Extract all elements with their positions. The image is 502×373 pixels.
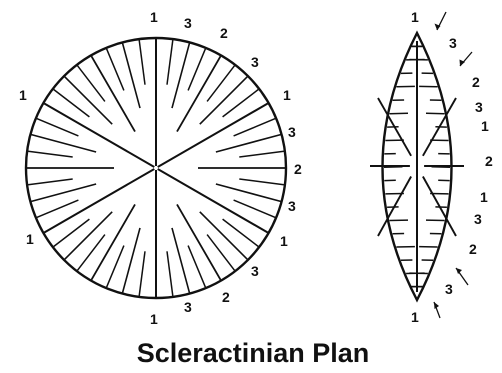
septum-quaternary xyxy=(234,200,276,217)
round-label-bottom-3a: 3 xyxy=(251,263,259,279)
septum-tertiary xyxy=(123,43,140,108)
round-label-right-3a: 3 xyxy=(288,124,296,140)
septum-quaternary xyxy=(167,40,173,85)
elongate-label-top-3: 3 xyxy=(449,35,457,51)
round-label-right-1a: 1 xyxy=(283,87,291,103)
septum-quaternary xyxy=(107,49,124,91)
septum-quaternary xyxy=(239,151,284,157)
septum-tertiary xyxy=(172,43,189,108)
septum-primary xyxy=(44,169,154,233)
arrow-top-right-1 xyxy=(435,12,447,30)
septum-tertiary xyxy=(216,184,281,201)
arrow-bottom-right-2 xyxy=(434,302,440,318)
elongate-label-right-3a: 3 xyxy=(475,99,483,115)
round-label-right-2: 2 xyxy=(294,161,302,177)
round-label-top-3a: 3 xyxy=(184,15,192,31)
septum-primary xyxy=(158,104,268,168)
diagram-caption: Scleractinian Plan xyxy=(137,338,370,368)
septum-tertiary xyxy=(31,184,96,201)
septum-quaternary xyxy=(239,179,284,185)
elongate-label-right-3b: 3 xyxy=(474,211,482,227)
round-label-right-3b: 3 xyxy=(288,198,296,214)
round-septa-group xyxy=(27,39,285,297)
round-label-bottom-1: 1 xyxy=(150,311,158,327)
septum-tertiary xyxy=(31,135,96,152)
septum-quaternary xyxy=(139,40,145,85)
septum-quaternary xyxy=(37,119,79,136)
elongate-label-right-1b: 1 xyxy=(480,189,488,205)
round-corallite xyxy=(26,38,286,298)
round-label-left-1a: 1 xyxy=(19,87,27,103)
septum-quaternary xyxy=(37,200,79,217)
septum-tertiary xyxy=(123,228,140,293)
elongate-label-right-2b: 2 xyxy=(485,153,493,169)
elongate-label-right-2c: 2 xyxy=(469,241,477,257)
elongate-label-top-1: 1 xyxy=(411,9,419,25)
elongate-corallite xyxy=(370,33,464,300)
septum-quaternary xyxy=(107,246,124,288)
round-label-top-3b: 3 xyxy=(251,54,259,70)
elongate-label-right-2a: 2 xyxy=(472,74,480,90)
elongate-label-bottom-3: 3 xyxy=(445,281,453,297)
elongate-septa-group xyxy=(370,41,464,292)
septum-quaternary xyxy=(28,179,73,185)
round-label-right-1b: 1 xyxy=(280,233,288,249)
septum-quaternary xyxy=(167,251,173,296)
septum-quaternary xyxy=(188,246,205,288)
round-label-top-2: 2 xyxy=(220,25,228,41)
elongate-label-right-1a: 1 xyxy=(481,118,489,134)
septum-quaternary xyxy=(188,49,205,91)
septum-tertiary xyxy=(172,228,189,293)
arrow-top-right-2 xyxy=(460,52,473,66)
septum-tertiary xyxy=(216,135,281,152)
septum-primary xyxy=(158,169,268,233)
round-label-bottom-3b: 3 xyxy=(184,299,192,315)
septum-quaternary xyxy=(28,151,73,157)
septum-primary xyxy=(44,104,154,168)
round-label-top-1: 1 xyxy=(150,9,158,25)
round-label-left-1b: 1 xyxy=(26,231,34,247)
septum-quaternary xyxy=(139,251,145,296)
elongate-label-bottom-1: 1 xyxy=(411,309,419,325)
septum-quaternary xyxy=(234,119,276,136)
arrow-bottom-right-1 xyxy=(456,268,468,285)
elongate-arrows xyxy=(434,12,472,318)
round-label-bottom-2: 2 xyxy=(222,289,230,305)
